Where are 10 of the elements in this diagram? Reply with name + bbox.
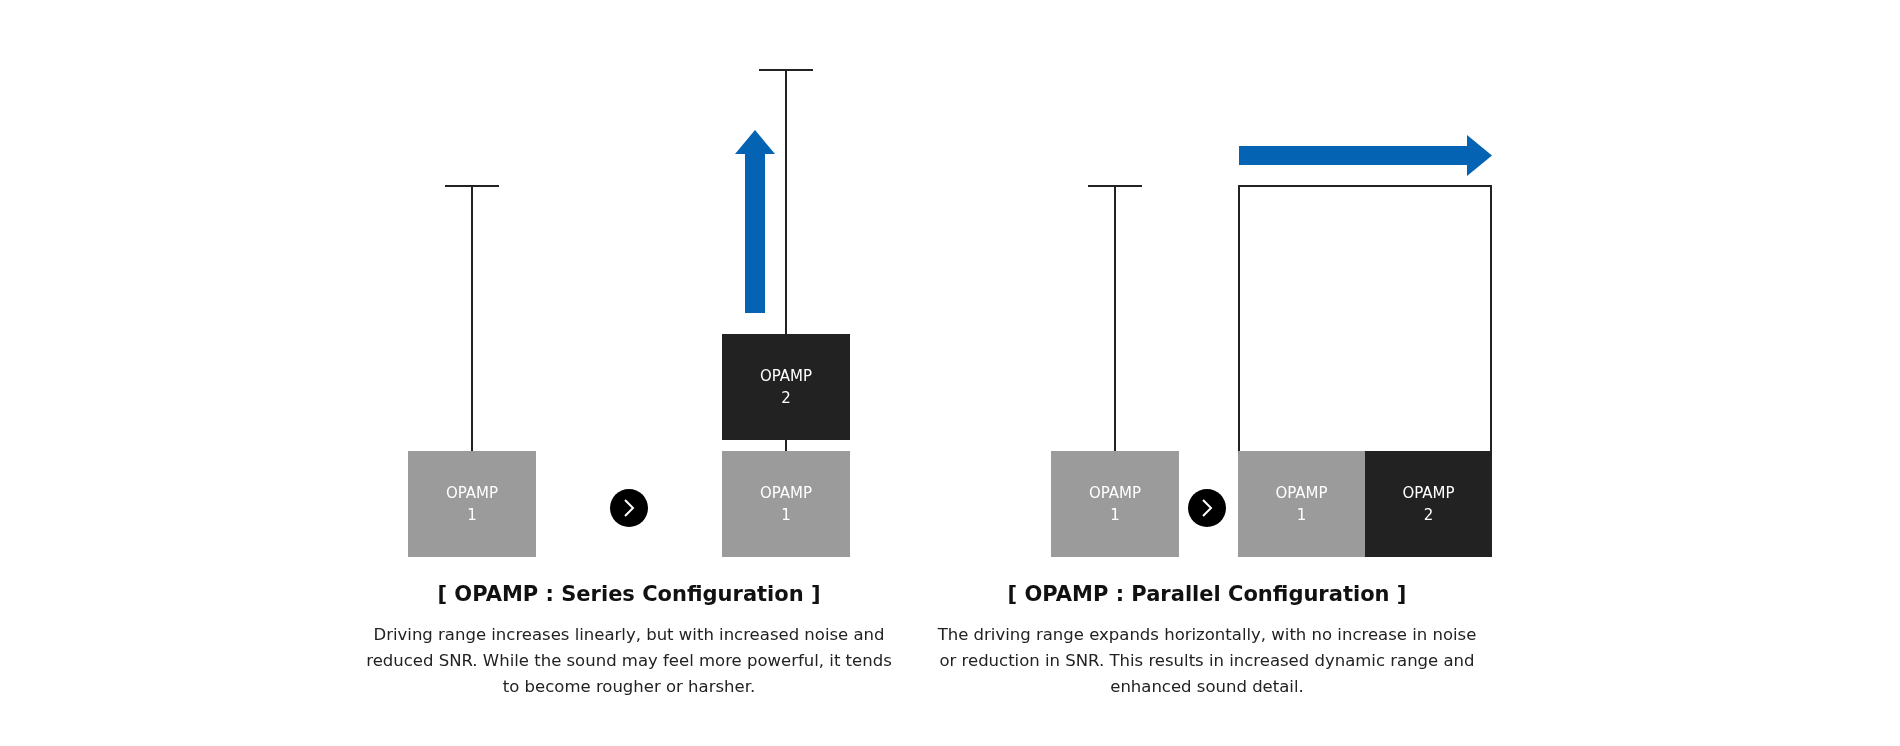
description-text: The driving range expands horizontally, with no increase in noise or reduction in SNR. This results in increased dynamic range and enhanced sound detail. <box>937 624 1477 698</box>
amplifier-block: OPAMP 1 <box>408 451 536 557</box>
amplifier-block: OPAMP 2 <box>722 334 850 440</box>
amplifier-block: OPAMP 1 <box>1238 451 1365 557</box>
amplifier-block: OPAMP 1 <box>1051 451 1179 557</box>
section-title: [ OPAMP : Series Configuration ] <box>437 582 821 606</box>
section-title: [ OPAMP : Parallel Configuration ] <box>1007 582 1407 606</box>
description-text: Driving range increases linearly, but with increased noise and reduced SNR. While the sound may feel more powerful, it tends to become rougher or harsher. <box>365 624 893 698</box>
amplifier-block: OPAMP 2 <box>1365 451 1492 557</box>
amplifier-block: OPAMP 1 <box>722 451 850 557</box>
